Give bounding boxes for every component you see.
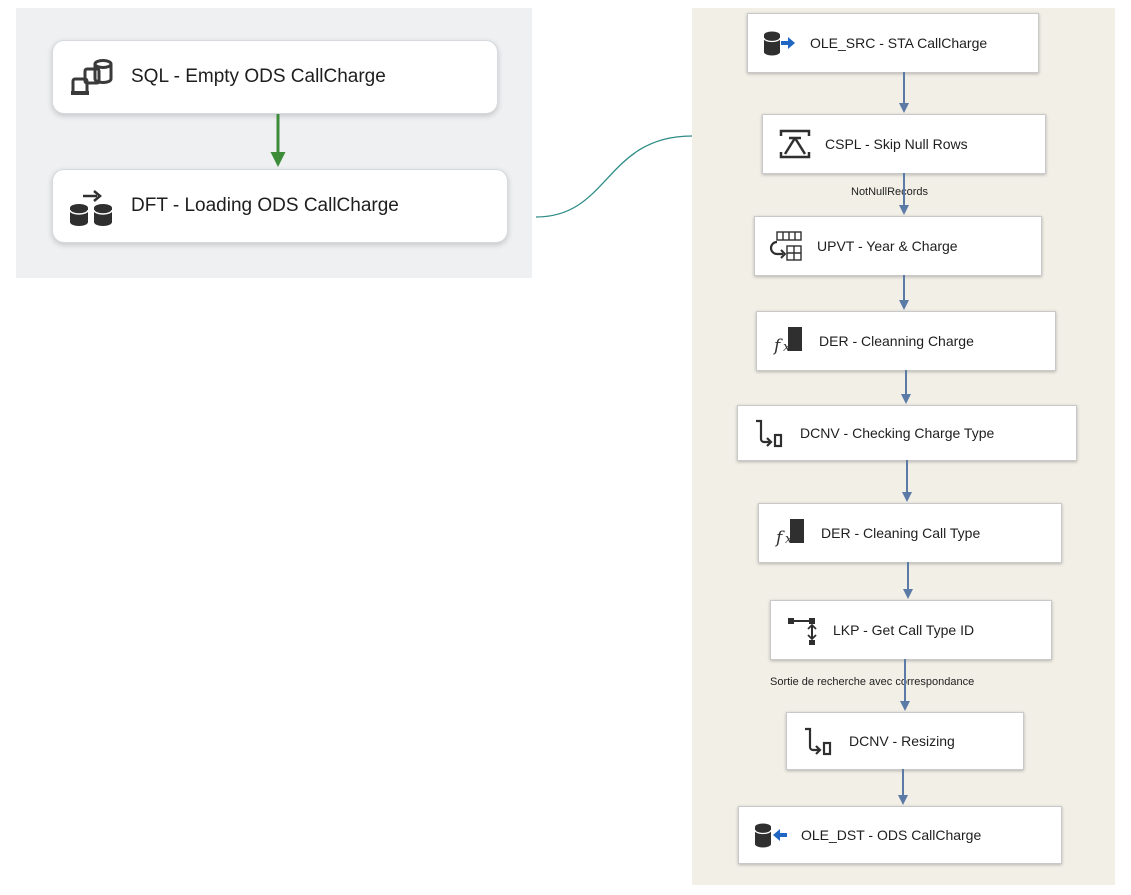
derived-column-icon: f x [772, 327, 802, 356]
component-ole-dst-ods-callcharge[interactable]: OLE_DST - ODS CallCharge [738, 806, 1062, 864]
zoom-connector-line [535, 135, 693, 218]
component-ole-src-sta-callcharge[interactable]: OLE_SRC - STA CallCharge [747, 13, 1039, 73]
component-cspl-skip-null-rows[interactable]: CSPL - Skip Null Rows [762, 114, 1046, 174]
conditional-split-icon [779, 129, 811, 159]
task-label: DFT - Loading ODS CallCharge [131, 195, 399, 216]
component-label: LKP - Get Call Type ID [833, 622, 975, 638]
svg-text:f: f [774, 528, 785, 548]
data-flow-task-icon [69, 190, 113, 226]
component-dcnv-resizing[interactable]: DCNV - Resizing [786, 712, 1024, 770]
ole-db-source-icon [763, 31, 795, 56]
component-label: DCNV - Checking Charge Type [800, 425, 995, 441]
component-dcnv-checking-charge-type[interactable]: DCNV - Checking Charge Type [737, 405, 1077, 461]
lookup-icon [788, 618, 817, 645]
component-der-cleanning-charge[interactable]: f x DER - Cleanning Charge [756, 311, 1056, 371]
svg-text:x: x [785, 532, 793, 547]
component-der-cleaning-call-type[interactable]: f x DER - Cleaning Call Type [758, 503, 1062, 563]
ole-db-destination-icon [754, 823, 787, 848]
component-label: DCNV - Resizing [849, 733, 955, 749]
path-label-not-null-records[interactable]: NotNullRecords [851, 186, 929, 198]
component-lkp-get-call-type-id[interactable]: LKP - Get Call Type ID [770, 600, 1052, 660]
svg-text:x: x [783, 340, 791, 355]
path-label-lookup-match-output[interactable]: Sortie de recherche avec correspondance [770, 676, 975, 688]
unpivot-icon [769, 231, 802, 261]
task-label: SQL - Empty ODS CallCharge [131, 66, 386, 87]
task-dft-loading-ods-callcharge[interactable]: DFT - Loading ODS CallCharge [52, 169, 508, 243]
data-conversion-icon [805, 727, 832, 756]
component-label: OLE_DST - ODS CallCharge [801, 827, 982, 843]
derived-column-icon: f x [774, 519, 804, 548]
component-label: DER - Cleanning Charge [819, 333, 974, 349]
svg-text:f: f [772, 336, 783, 356]
component-label: UPVT - Year & Charge [817, 238, 958, 254]
component-label: OLE_SRC - STA CallCharge [810, 35, 988, 51]
component-label: CSPL - Skip Null Rows [825, 136, 968, 152]
data-conversion-icon [756, 419, 783, 448]
component-label: DER - Cleaning Call Type [821, 525, 981, 541]
task-sql-empty-ods-callcharge[interactable]: SQL - Empty ODS CallCharge [52, 40, 498, 114]
execute-sql-task-icon [71, 59, 113, 95]
component-upvt-year-charge[interactable]: UPVT - Year & Charge [754, 216, 1042, 276]
